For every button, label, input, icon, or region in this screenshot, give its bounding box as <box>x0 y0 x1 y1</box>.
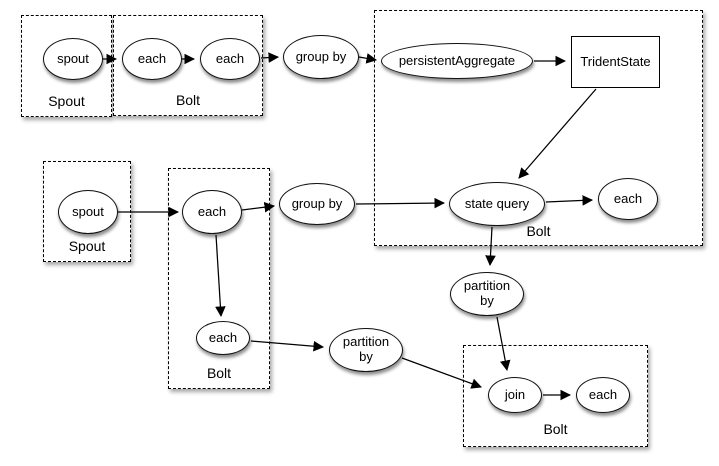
node-label: each <box>613 190 643 206</box>
node-trident-state: TridentState <box>571 36 660 88</box>
node-label: TridentState <box>580 53 651 69</box>
node-label: join <box>504 386 526 402</box>
node-label: each <box>588 386 618 402</box>
node-label: each <box>197 203 227 219</box>
node-label: partition by <box>463 278 511 308</box>
group-label: Spout <box>48 93 85 109</box>
node-spout-1: spout <box>43 38 103 80</box>
node-each-1: each <box>122 38 182 80</box>
group-label: Bolt <box>526 223 551 239</box>
node-label: spout <box>72 203 104 219</box>
group-label: Spout <box>68 238 106 254</box>
node-label: persistentAggregate <box>398 52 516 68</box>
node-each-4: each <box>182 190 242 234</box>
node-group-by-1: group by <box>283 35 359 79</box>
group-label: Bolt <box>543 421 568 437</box>
node-label: each <box>215 50 245 66</box>
node-label: each <box>208 329 238 345</box>
node-partition-by-2: partition by <box>450 272 524 316</box>
node-each-3: each <box>598 178 658 220</box>
node-label: spout <box>57 50 89 66</box>
edge-each2-groupby1 <box>260 52 280 63</box>
node-each-5: each <box>196 321 250 355</box>
node-state-query: state query <box>449 182 545 226</box>
group-label: Bolt <box>175 92 201 108</box>
node-partition-by-1: partition by <box>329 328 403 372</box>
node-each-2: each <box>200 38 260 80</box>
node-label: each <box>137 50 167 66</box>
node-label: partition by <box>342 334 390 364</box>
node-persistent-aggregate: persistentAggregate <box>381 43 533 79</box>
node-each-6: each <box>576 377 630 413</box>
node-label: group by <box>291 195 343 211</box>
node-group-by-2: group by <box>279 183 355 225</box>
node-label: group by <box>295 48 347 64</box>
group-label: Bolt <box>206 365 232 381</box>
node-spout-2: spout <box>58 190 118 234</box>
node-label: state query <box>464 195 530 211</box>
node-join: join <box>488 377 542 413</box>
